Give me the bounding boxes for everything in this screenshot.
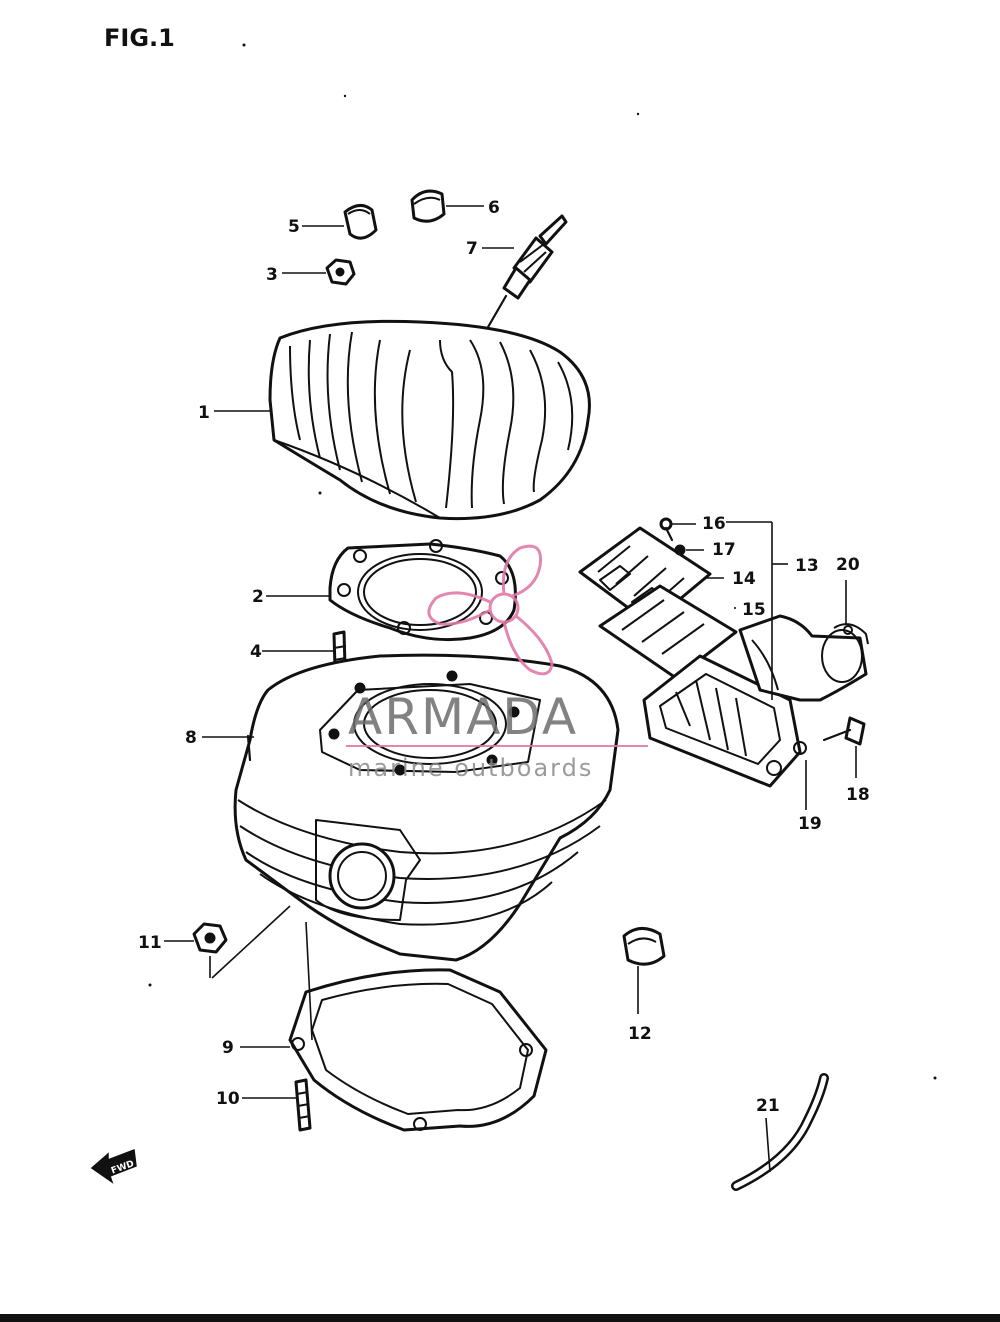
- forward-arrow-icon: FWD: [90, 1148, 137, 1184]
- scan-specks: [148, 43, 937, 1080]
- part-1-cylinder-head: [268, 319, 591, 521]
- callout-1: 1: [198, 403, 210, 423]
- part-20-clamp: [833, 623, 869, 645]
- callout-7: 7: [466, 239, 478, 259]
- part-15-reed-plate: [598, 584, 738, 680]
- part-12-cap: [622, 927, 666, 966]
- bottom-border: [0, 1314, 1000, 1322]
- part-21-hose: [731, 1073, 829, 1191]
- callout-19: 19: [798, 814, 822, 834]
- callout-17: 17: [712, 540, 736, 560]
- callout-20: 20: [836, 555, 860, 575]
- part-2-head-gasket: [328, 539, 517, 642]
- part-8-cylinder: [233, 653, 620, 962]
- part-18-bolt: [822, 716, 866, 746]
- callout-12: 12: [628, 1024, 652, 1044]
- part-3-nut: [325, 258, 356, 286]
- callout-9: 9: [222, 1038, 234, 1058]
- part-9-base-gasket: [288, 968, 548, 1132]
- part-13-intake-manifold: [738, 614, 868, 702]
- part-16-screw: [659, 517, 674, 542]
- part-5-cap: [343, 204, 378, 240]
- callout-14: 14: [732, 569, 756, 589]
- callout-11: 11: [138, 933, 162, 953]
- part-7-spark-plug: [482, 214, 568, 336]
- callout-10: 10: [216, 1089, 240, 1109]
- callout-numbers: 1 2 3 4 5 6 7 8 9 10 11 12 13 14 15 16 1…: [138, 198, 870, 1116]
- figure-title: FIG.1: [104, 24, 175, 52]
- callout-5: 5: [288, 217, 300, 237]
- callout-4: 4: [250, 642, 262, 662]
- callout-15: 15: [742, 600, 766, 620]
- callout-18: 18: [846, 785, 870, 805]
- part-17-washer: [674, 544, 686, 556]
- callout-13: 13: [795, 556, 819, 576]
- leader-lines: [164, 205, 857, 1173]
- callout-2: 2: [252, 587, 264, 607]
- watermark-propeller-logo: [427, 544, 554, 676]
- watermark-brand: ARMADA: [348, 688, 578, 746]
- watermark-tagline: marine outboards: [348, 754, 593, 782]
- part-11-nut: [192, 922, 228, 954]
- callout-21: 21: [756, 1096, 780, 1116]
- callout-16: 16: [702, 514, 726, 534]
- callout-3: 3: [266, 265, 278, 285]
- part-10-dowel-pin: [294, 1078, 312, 1132]
- callout-8: 8: [185, 728, 197, 748]
- part-6-cap: [410, 189, 446, 223]
- callout-6: 6: [488, 198, 500, 218]
